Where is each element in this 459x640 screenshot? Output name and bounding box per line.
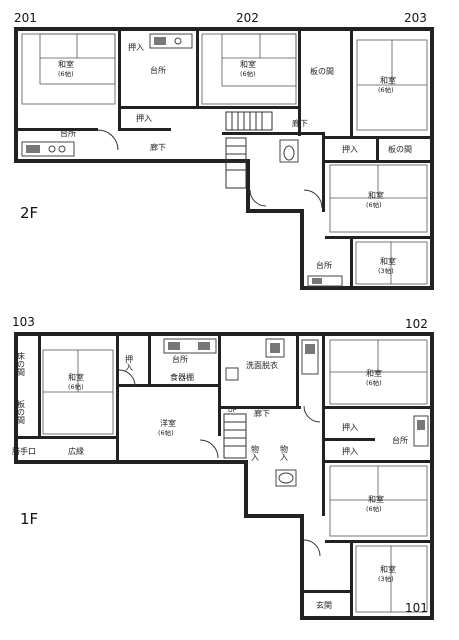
- room-tokonoma: 床の間: [17, 351, 26, 377]
- room-washitsu-101-size: (6帖): [366, 504, 382, 513]
- room-monoire-1: 物入: [251, 444, 260, 461]
- room-itanoma-203: 板の間: [310, 66, 334, 76]
- room-washitsu-101: 和室: [368, 494, 384, 504]
- kitchen-sink-203-icon: [307, 275, 343, 287]
- room-itanoma-103: 板の間: [17, 399, 26, 425]
- room-rouka-right: 廊下: [292, 118, 308, 128]
- room-washitsu-203c-size: (3帖): [378, 266, 394, 275]
- floor-1f-label: 1F: [20, 510, 38, 528]
- room-hiroen: 広縁: [68, 446, 84, 456]
- unit-101-label: 101: [405, 601, 428, 615]
- room-washitsu-203b-size: (6帖): [366, 200, 382, 209]
- room-monoire-2: 物入: [280, 444, 289, 461]
- unit-102-label: 102: [405, 317, 428, 331]
- room-washitsu-203c: 和室: [380, 256, 396, 266]
- room-washitsu-103-size: (6帖): [68, 382, 84, 391]
- washing-machine-icon: [225, 367, 239, 381]
- room-daidokoro-201: 台所: [60, 128, 76, 138]
- room-youshitsu: 洋室: [160, 418, 176, 428]
- kitchen-sink-201-icon: [21, 141, 75, 157]
- room-washitsu-203a: 和室: [380, 75, 396, 85]
- toilet-1f-icon: [275, 469, 297, 487]
- room-washitsu-201-size: (6帖): [58, 69, 74, 78]
- second-floor: 201 202 203 2F 和室 (6帖) 押入 台所 和室 (6帖) 板の間…: [14, 11, 434, 290]
- toilet-2f-icon: [279, 139, 299, 163]
- stairs-2f: [225, 111, 273, 189]
- first-floor: 103 102 101 1F 床の間 板の間 和室 (6帖) 押入 台所 食器棚…: [12, 315, 434, 620]
- room-oshiire-201: 押入: [128, 42, 144, 52]
- room-oshiire-102a: 押入: [342, 422, 358, 432]
- room-washitsu-102: 和室: [366, 368, 382, 378]
- room-washitsu-202: 和室: [240, 59, 256, 69]
- unit-103-label: 103: [12, 315, 35, 329]
- room-washitsu-102-size: (6帖): [366, 378, 382, 387]
- room-daidokoro-203: 台所: [316, 260, 332, 270]
- room-shokkidana: 食器棚: [170, 372, 194, 382]
- unit-201-label: 201: [14, 11, 37, 25]
- room-washitsu-203b: 和室: [368, 190, 384, 200]
- room-genkan: 玄関: [316, 600, 332, 610]
- room-daidokoro-202: 台所: [150, 65, 166, 75]
- floor-2f-label: 2F: [20, 204, 38, 222]
- room-washitsu-203a-size: (6帖): [378, 85, 394, 94]
- room-oshiire-102b: 押入: [342, 446, 358, 456]
- kitchen-sink-103-icon: [163, 338, 217, 354]
- stairs-1f: [223, 413, 247, 459]
- room-oshiire-103: 押入: [125, 354, 134, 371]
- room-senmenjo: 洗面脱衣: [246, 360, 278, 370]
- room-daidokoro-103: 台所: [172, 354, 188, 364]
- room-washitsu-103: 和室: [68, 372, 84, 382]
- stairs-up-label: UP: [228, 406, 237, 414]
- room-itanoma-203b: 板の間: [388, 144, 412, 154]
- kitchen-sink-102-icon: [301, 339, 319, 375]
- unit-202-label: 202: [236, 11, 259, 25]
- room-oshiire-203: 押入: [342, 144, 358, 154]
- room-washitsu-201: 和室: [58, 59, 74, 69]
- room-rouka-left: 廊下: [150, 142, 166, 152]
- washbasin-icon: [265, 338, 285, 358]
- room-katteguchi: 勝手口: [12, 446, 36, 456]
- room-youshitsu-size: (6帖): [158, 428, 174, 437]
- room-washitsu-101b: 和室: [380, 564, 396, 574]
- unit-203-label: 203: [404, 11, 427, 25]
- kitchen-sink-202-icon: [149, 33, 193, 49]
- room-oshiire-202: 押入: [136, 113, 152, 123]
- room-daidokoro-102: 台所: [392, 435, 408, 445]
- room-washitsu-101b-size: (3帖): [378, 574, 394, 583]
- room-washitsu-202-size: (6帖): [240, 69, 256, 78]
- kitchen-sink-101-icon: [413, 415, 429, 447]
- room-rouka-1f: 廊下: [254, 408, 270, 418]
